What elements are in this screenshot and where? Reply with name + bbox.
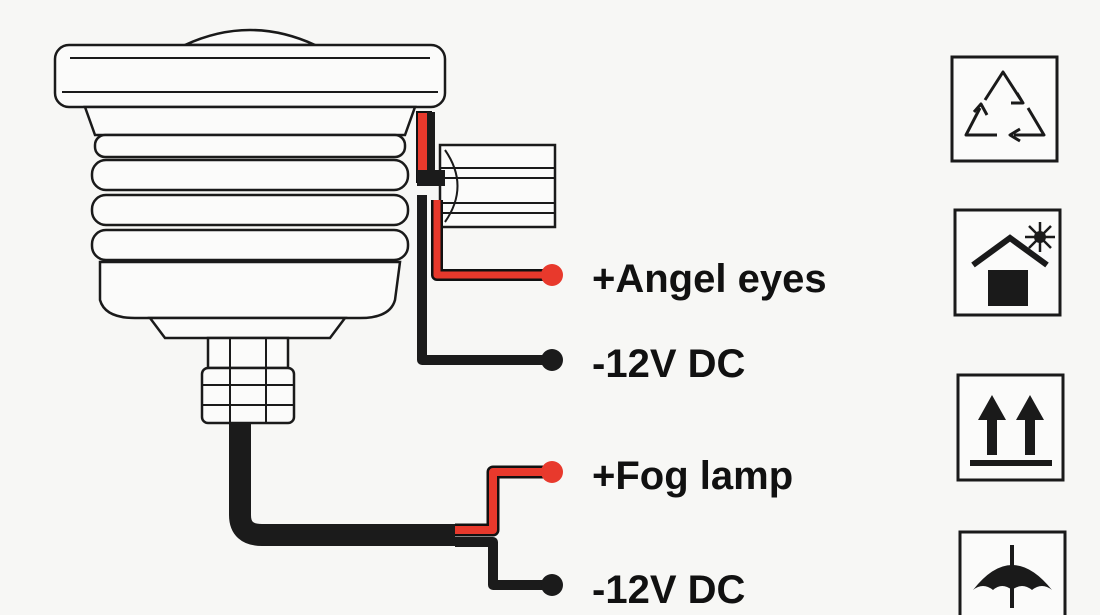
fog-lamp-housing xyxy=(53,28,447,425)
angel-eyes-label: +Angel eyes xyxy=(592,257,827,301)
fog-lamp-wiring xyxy=(229,423,563,596)
angel-eyes-connector xyxy=(438,143,557,229)
this-way-up-icon xyxy=(956,373,1065,482)
fog-lamp-ground-wire xyxy=(455,537,552,590)
angel-eyes-ground-label: -12V DC xyxy=(592,342,745,386)
recycle-icon xyxy=(950,55,1059,163)
keep-out-of-sun-icon xyxy=(953,208,1062,317)
angel-eyes-positive-terminal xyxy=(541,264,563,286)
angel-eyes-ground-terminal xyxy=(541,349,563,371)
fog-lamp-ground-label: -12V DC xyxy=(592,568,745,612)
angel-eyes-ground-wire xyxy=(417,195,552,365)
keep-dry-umbrella-icon xyxy=(958,530,1067,615)
main-cable xyxy=(229,423,455,546)
angel-eyes-wiring xyxy=(416,111,563,371)
fog-lamp-ground-terminal xyxy=(541,574,563,596)
fog-lamp-positive-wire xyxy=(455,465,552,537)
fog-lamp-label: +Fog lamp xyxy=(592,454,793,498)
fog-lamp-positive-terminal xyxy=(541,461,563,483)
